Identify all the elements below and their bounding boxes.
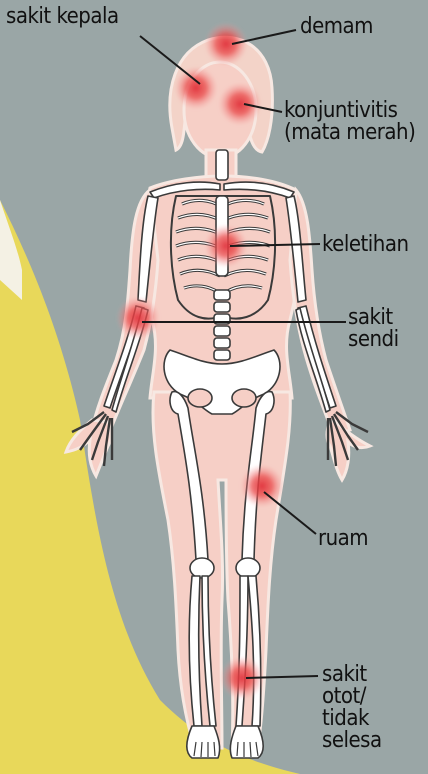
label-sakit-sendi: sakit sendi	[348, 307, 399, 351]
label-keletihan: keletihan	[322, 234, 409, 256]
label-ruam: ruam	[318, 528, 368, 550]
label-sakit-otot: sakit otot/ tidak selesa	[322, 664, 382, 752]
hotspot-konjuntivitis	[218, 82, 262, 126]
label-sakit-kepala: sakit kepala	[6, 6, 119, 28]
hotspot-demam	[204, 22, 248, 66]
hotspot-sakit-kepala	[174, 66, 218, 110]
label-demam: demam	[300, 16, 373, 38]
hotspot-ruam	[240, 464, 284, 508]
label-konjuntivitis: konjuntivitis (mata merah)	[284, 100, 415, 144]
hotspot-sakit-sendi	[116, 296, 160, 340]
